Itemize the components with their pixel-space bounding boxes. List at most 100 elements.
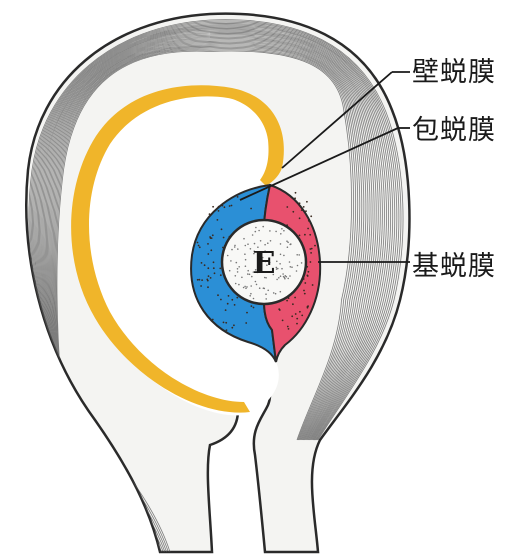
stipple-dot (304, 282, 307, 284)
embryo-dot (259, 240, 262, 242)
embryo-dot (233, 246, 236, 248)
stipple-dot (306, 200, 308, 203)
stipple-dot (212, 267, 215, 270)
embryo-dot (253, 252, 255, 255)
embryo-dot (250, 285, 252, 287)
stipple-dot (222, 236, 225, 239)
stipple-dot (213, 272, 216, 275)
stipple-dot (198, 278, 201, 281)
embryo-dot (237, 248, 239, 250)
embryo-dot (267, 242, 269, 244)
embryo-dot (269, 240, 272, 242)
embryo-dot (269, 230, 271, 232)
stipple-dot (231, 326, 234, 329)
stipple-dot (225, 329, 228, 331)
embryo-dot (275, 266, 278, 269)
stipple-dot (206, 279, 209, 282)
embryo-dot (242, 286, 245, 289)
stipple-dot (278, 309, 281, 311)
stipple-dot (211, 318, 214, 321)
stipple-dot (306, 305, 309, 308)
embryo-dot (280, 233, 282, 235)
stipple-dot (310, 247, 313, 250)
embryo-dot (251, 275, 253, 278)
stipple-dot (252, 306, 255, 309)
parietal-decidua (71, 85, 284, 413)
stipple-dot (196, 241, 199, 244)
stipple-dot (309, 233, 312, 236)
stipple-dot (298, 234, 301, 237)
embryo-dot (234, 244, 236, 247)
embryo-dot (285, 275, 288, 278)
stipple-dot (250, 305, 253, 307)
embryo-dot (235, 261, 238, 264)
embryo-dot (265, 277, 267, 279)
stipple-dot (309, 248, 312, 250)
embryo-dot (284, 277, 286, 280)
stipple-dot (300, 209, 303, 212)
stipple-dot (310, 215, 313, 218)
stipple-dot (231, 298, 234, 301)
stipple-dot (198, 246, 201, 249)
stipple-dot (305, 210, 307, 213)
stipple-dot (203, 264, 206, 267)
stipple-dot (207, 243, 209, 245)
embryo-dot (236, 268, 239, 270)
stipple-dot (286, 206, 289, 208)
embryo-dot (275, 230, 277, 233)
stipple-dot (207, 253, 210, 255)
stipple-dot (222, 321, 225, 324)
stipple-dot (211, 234, 214, 237)
embryo-dot (261, 256, 264, 259)
stipple-dot (236, 296, 239, 299)
stipple-dot (233, 324, 235, 327)
stipple-dot (212, 205, 215, 208)
embryo-dot (249, 248, 252, 250)
embryo-dot (278, 277, 280, 279)
stipple-dot (296, 317, 299, 320)
stipple-dot (294, 296, 296, 299)
embryo-dot (289, 275, 291, 277)
embryo-dot (249, 295, 251, 297)
stipple-dot (208, 213, 211, 216)
stipple-dot (236, 196, 239, 198)
embryo-dot (279, 290, 282, 293)
embryo-dot (279, 275, 282, 278)
embryo-dot (283, 254, 285, 257)
stipple-dot (228, 205, 231, 207)
stipple-dot (217, 205, 220, 208)
embryo-dot (269, 251, 272, 253)
embryo-stipple (226, 225, 303, 300)
embryo-dot (263, 276, 266, 279)
stipple-dot (303, 292, 306, 295)
label-parietal-decidua: 壁蜕膜 (412, 57, 496, 88)
stipple-dot (212, 261, 215, 264)
stipple-dot (245, 322, 248, 324)
stipple-dot (307, 270, 310, 273)
leader-capsular (239, 127, 399, 201)
embryo-dot (277, 267, 279, 270)
stipple-dot (291, 315, 294, 318)
stipple-dot (294, 313, 297, 315)
embryo-dot (266, 264, 268, 267)
embryo-dot (263, 287, 266, 290)
embryo-dot (264, 260, 267, 263)
stipple-dot (217, 294, 219, 297)
stipple-dot (298, 202, 301, 205)
embryo-dot (248, 273, 251, 276)
embryo-dot (238, 266, 240, 268)
stipple-dot (223, 206, 226, 209)
embryo-dot (281, 228, 283, 230)
stipple-dot (207, 275, 210, 277)
embryo-dot (231, 248, 233, 251)
embryo-dot (296, 254, 299, 256)
stipple-dot (219, 274, 222, 277)
stipple-dot (230, 204, 233, 207)
stipple-dot (207, 267, 210, 270)
stipple-dot (309, 261, 312, 263)
embryo-dot (276, 260, 278, 263)
embryo-dot (298, 254, 301, 256)
embryo-dot (262, 225, 265, 228)
embryo-dot (254, 269, 257, 271)
stipple-dot (216, 219, 219, 221)
